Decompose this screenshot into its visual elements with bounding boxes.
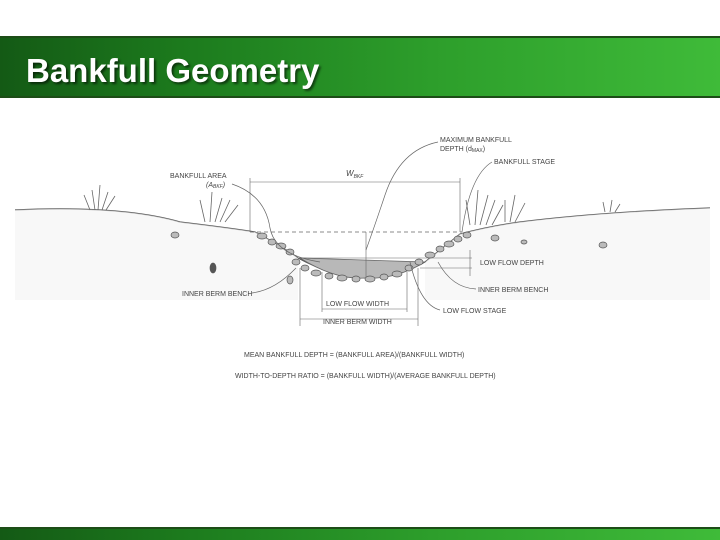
inner-berm-bench-left-label: INNER BERM BENCH	[182, 291, 252, 298]
title-bar: Bankfull Geometry	[0, 36, 720, 98]
bank-soil-left	[15, 208, 298, 300]
low-flow-width-label: LOW FLOW WIDTH	[326, 301, 389, 308]
leader-inner-berm-right	[437, 261, 477, 290]
low-flow-depth-label: LOW FLOW DEPTH	[480, 260, 544, 267]
bankfull-width-label: WBKF	[346, 169, 364, 180]
leader-bankfull-stage	[461, 161, 493, 233]
leader-max-depth	[365, 141, 439, 251]
width-depth-ratio-formula: WIDTH-TO-DEPTH RATIO = (BANKFULL WIDTH)/…	[235, 373, 496, 380]
mean-depth-formula: MEAN BANKFULL DEPTH = (BANKFULL AREA)/(B…	[244, 352, 464, 359]
max-depth-label-line2: DEPTH (dMAX)	[440, 146, 485, 154]
slide-title: Bankfull Geometry	[26, 52, 320, 89]
channel-rocks	[170, 231, 608, 285]
leader-inner-berm-left	[251, 267, 297, 294]
inner-berm-width-label: INNER BERM WIDTH	[323, 319, 392, 326]
bankfull-stage-label: BANKFULL STAGE	[494, 159, 555, 166]
inner-berm-bench-right-label: INNER BERM BENCH	[478, 287, 548, 294]
bottom-bar	[0, 527, 720, 540]
bank-soil-right	[425, 208, 710, 300]
max-depth-label-line1: MAXIMUM BANKFULL	[440, 137, 512, 144]
vegetation	[83, 184, 621, 226]
leader-bankfull-area	[231, 183, 321, 263]
leader-low-flow-stage	[409, 261, 441, 311]
low-flow-stage-label: LOW FLOW STAGE	[443, 308, 507, 315]
bankfull-area-label: BANKFULL AREA	[170, 173, 227, 180]
bankfull-area-symbol: (ABKF)	[206, 182, 225, 190]
